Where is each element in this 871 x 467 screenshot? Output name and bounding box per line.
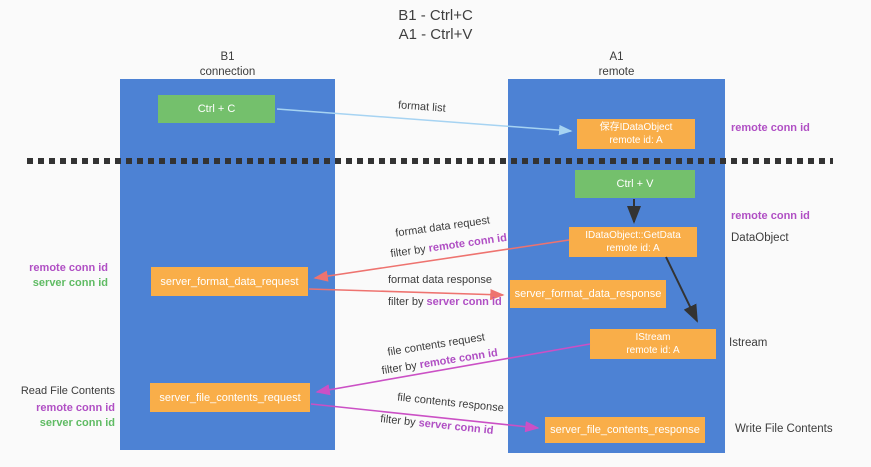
filter-by-server-conn-id-label-2: filter by server conn id (380, 413, 494, 437)
filter-by-text: filter by (379, 413, 417, 429)
server-format-data-request-label: server_format_data_request (160, 275, 299, 288)
server-file-contents-response-label: server_file_contents_response (550, 424, 700, 436)
arrow-format-data-response (308, 288, 505, 301)
filter-by-text: filter by (380, 359, 418, 378)
server-file-contents-response-box: server_file_contents_response (545, 417, 705, 443)
save-idataobject-box: 保存IDataObject remote id: A (577, 119, 695, 149)
filter-by-text: filter by (389, 243, 427, 261)
server-conn-id-text: server conn id (426, 296, 502, 308)
dataobject-side-label: DataObject (731, 232, 789, 244)
getdata-line2: remote id: A (606, 243, 660, 254)
read-file-contents-label: Read File Contents (20, 385, 115, 397)
title-line-1: B1 - Ctrl+C (398, 7, 473, 24)
server-format-data-response-box: server_format_data_response (510, 280, 666, 308)
istream-side-label: Istream (729, 337, 768, 349)
remote-conn-id-side-label-mid: remote conn id (731, 210, 810, 222)
getdata-line1: IDataObject::GetData (585, 230, 681, 241)
left-lane-subtitle: connection (199, 66, 256, 78)
remote-conn-id-text: remote conn id (427, 231, 508, 255)
right-lane-title: A1 (609, 51, 624, 63)
ctrl-c-box: Ctrl + C (158, 95, 275, 123)
right-lane-header: A1 remote (508, 50, 725, 80)
server-conn-id-text: server conn id (418, 417, 495, 437)
file-contents-response-label: file contents response (396, 391, 505, 415)
istream-box: IStream remote id: A (590, 329, 716, 359)
ctrl-c-label: Ctrl + C (197, 103, 236, 115)
istream-line2: remote id: A (626, 345, 680, 356)
server-file-contents-request-box: server_file_contents_request (150, 383, 310, 412)
getdata-box: IDataObject::GetData remote id: A (569, 227, 697, 257)
ctrl-v-box: Ctrl + V (575, 170, 695, 198)
filter-by-text: filter by (388, 296, 424, 308)
right-lane-subtitle: remote (598, 66, 635, 78)
ctrl-v-label: Ctrl + V (616, 178, 654, 190)
server-conn-id-left-label-1: server conn id (32, 277, 108, 289)
left-lane-header: B1 connection (120, 50, 335, 80)
write-file-contents-label: Write File Contents (735, 423, 833, 435)
istream-line1: IStream (635, 332, 671, 343)
dashed-divider-line (27, 158, 833, 164)
server-conn-id-left-label-2: server conn id (39, 417, 115, 429)
filter-by-server-conn-id-label-1: filter by server conn id (388, 296, 502, 308)
left-conn-id-group-bottom: Read File Contents remote conn id server… (18, 384, 115, 431)
server-format-data-request-box: server_format_data_request (151, 267, 308, 296)
left-conn-id-group-top: remote conn id server conn id (18, 261, 108, 291)
left-lane-title: B1 (220, 51, 235, 63)
save-idataobject-line1: 保存IDataObject (599, 122, 673, 133)
format-data-response-label: format data response (388, 274, 492, 286)
remote-conn-id-left-label-2: remote conn id (36, 402, 115, 414)
remote-conn-id-left-label-1: remote conn id (29, 262, 108, 274)
format-list-label: format list (397, 99, 447, 115)
server-file-contents-request-label: server_file_contents_request (159, 391, 301, 404)
remote-conn-id-side-label-top: remote conn id (731, 122, 810, 134)
save-idataobject-line2: remote id: A (609, 135, 663, 146)
title-line-2: A1 - Ctrl+V (398, 26, 473, 43)
server-format-data-response-label: server_format_data_response (514, 288, 662, 300)
diagram-title: B1 - Ctrl+C A1 - Ctrl+V (0, 6, 871, 44)
